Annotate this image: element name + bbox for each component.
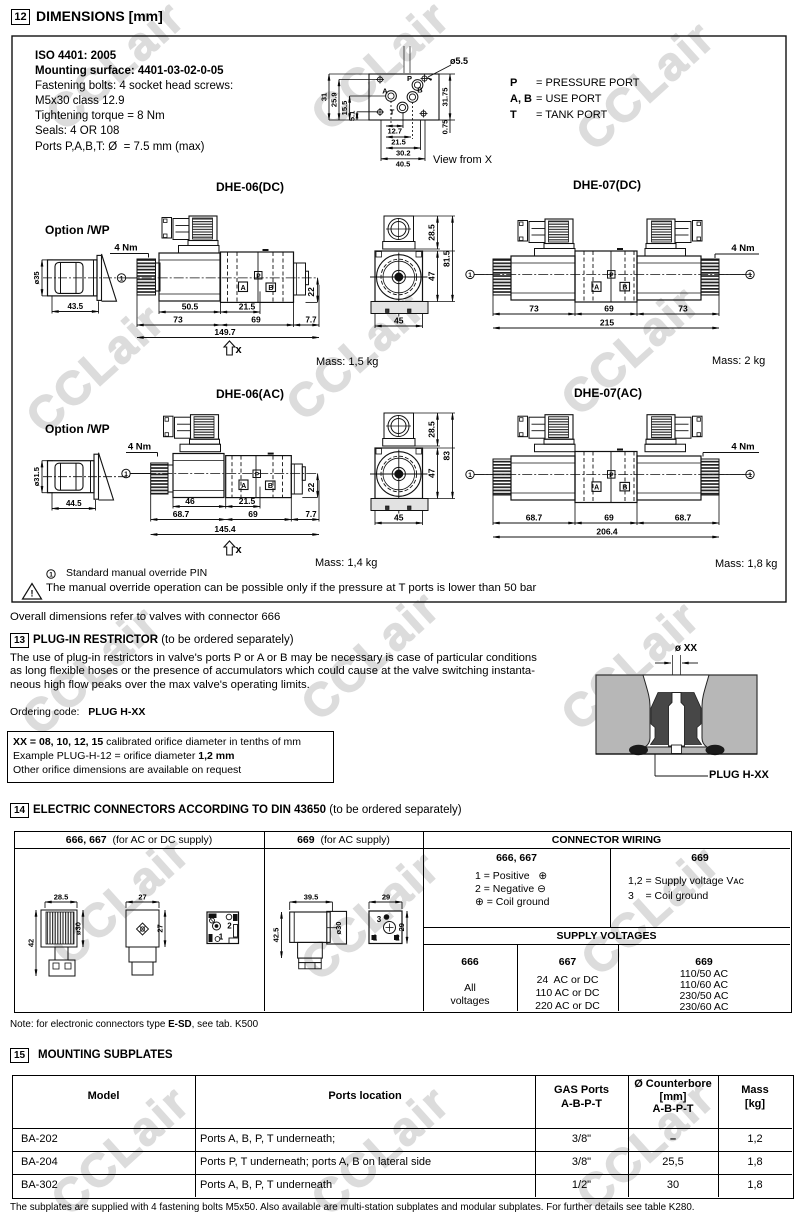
svg-text:25.9: 25.9 xyxy=(330,92,339,107)
svg-text:ø30: ø30 xyxy=(334,922,343,935)
svg-text:4 Nm: 4 Nm xyxy=(731,442,754,453)
svg-text:39.5: 39.5 xyxy=(304,893,319,902)
svg-text:A: A xyxy=(241,483,246,490)
svg-text:1: 1 xyxy=(748,272,752,279)
svg-text:215: 215 xyxy=(600,318,614,328)
svg-text:2: 2 xyxy=(227,922,232,931)
svg-text:A: A xyxy=(594,485,599,492)
svg-text:31.75: 31.75 xyxy=(441,88,450,107)
svg-text:22: 22 xyxy=(306,287,316,297)
svg-text:68.7: 68.7 xyxy=(675,513,692,523)
svg-text:ø5.5: ø5.5 xyxy=(450,56,468,66)
svg-text:73: 73 xyxy=(678,304,688,314)
svg-text:ø31.5: ø31.5 xyxy=(32,467,41,486)
svg-text:47: 47 xyxy=(427,271,437,281)
svg-text:1: 1 xyxy=(468,472,472,479)
svg-text:21.5: 21.5 xyxy=(239,496,256,506)
svg-text:B: B xyxy=(622,485,627,492)
svg-text:!: ! xyxy=(31,589,34,599)
svg-text:21.5: 21.5 xyxy=(239,302,256,312)
svg-text:1: 1 xyxy=(124,471,128,478)
svg-text:145.4: 145.4 xyxy=(214,524,236,534)
svg-text:69: 69 xyxy=(248,509,258,519)
svg-text:206.4: 206.4 xyxy=(596,527,618,537)
svg-text:3: 3 xyxy=(377,915,382,924)
svg-text:0.75: 0.75 xyxy=(441,120,450,135)
svg-text:B: B xyxy=(622,285,627,292)
svg-text:69: 69 xyxy=(604,304,614,314)
svg-text:44.5: 44.5 xyxy=(66,499,82,508)
svg-text:ø35: ø35 xyxy=(32,271,41,284)
svg-text:22: 22 xyxy=(306,483,316,493)
svg-text:28.5: 28.5 xyxy=(427,421,437,438)
svg-text:P: P xyxy=(407,74,412,83)
svg-text:B: B xyxy=(417,86,423,95)
svg-text:5.1: 5.1 xyxy=(348,111,357,121)
svg-text:P: P xyxy=(609,272,614,279)
svg-text:1: 1 xyxy=(748,472,752,479)
svg-text:43.5: 43.5 xyxy=(67,302,83,311)
svg-text:P: P xyxy=(256,273,261,280)
svg-text:73: 73 xyxy=(173,315,183,325)
svg-text:A: A xyxy=(382,87,388,96)
svg-text:4 Nm: 4 Nm xyxy=(114,243,137,254)
svg-text:B: B xyxy=(268,483,273,490)
svg-text:1: 1 xyxy=(49,572,53,579)
svg-text:50.5: 50.5 xyxy=(182,302,199,312)
svg-text:4 Nm: 4 Nm xyxy=(128,442,151,453)
svg-text:ø30: ø30 xyxy=(74,922,83,935)
svg-text:21.5: 21.5 xyxy=(391,138,406,147)
svg-text:27: 27 xyxy=(138,893,146,902)
svg-text:4 Nm: 4 Nm xyxy=(731,243,754,254)
svg-text:27: 27 xyxy=(156,924,165,932)
svg-text:P: P xyxy=(609,472,614,479)
svg-text:81.5: 81.5 xyxy=(442,250,452,267)
svg-text:46: 46 xyxy=(185,496,195,506)
svg-text:15.5: 15.5 xyxy=(340,101,349,116)
svg-text:B: B xyxy=(268,285,273,292)
svg-text:29: 29 xyxy=(382,893,390,902)
svg-text:x: x xyxy=(235,544,242,556)
svg-text:T: T xyxy=(390,108,395,117)
svg-text:1: 1 xyxy=(219,933,224,942)
svg-text:73: 73 xyxy=(529,304,539,314)
svg-text:45: 45 xyxy=(394,316,404,326)
svg-text:28.5: 28.5 xyxy=(427,224,437,241)
svg-text:29: 29 xyxy=(397,923,406,931)
svg-text:P: P xyxy=(255,471,260,478)
svg-text:A: A xyxy=(241,285,246,292)
svg-text:42: 42 xyxy=(27,939,36,947)
svg-text:83: 83 xyxy=(442,451,452,461)
svg-text:68.7: 68.7 xyxy=(173,509,190,519)
svg-text:28.5: 28.5 xyxy=(54,893,69,902)
svg-text:47: 47 xyxy=(427,468,437,478)
svg-text:31: 31 xyxy=(320,93,329,101)
svg-text:12.7: 12.7 xyxy=(387,127,402,136)
svg-text:69: 69 xyxy=(251,315,261,325)
svg-text:7.7: 7.7 xyxy=(305,510,317,519)
svg-text:69: 69 xyxy=(604,513,614,523)
svg-text:1: 1 xyxy=(120,276,124,283)
svg-text:7.7: 7.7 xyxy=(305,316,317,325)
svg-text:68.7: 68.7 xyxy=(526,513,543,523)
svg-text:ø XX: ø XX xyxy=(675,643,698,654)
svg-text:45: 45 xyxy=(394,513,404,523)
svg-text:40.5: 40.5 xyxy=(396,159,411,168)
svg-text:149.7: 149.7 xyxy=(214,327,236,337)
svg-text:1: 1 xyxy=(468,272,472,279)
svg-text:A: A xyxy=(594,285,599,292)
svg-text:30.2: 30.2 xyxy=(396,149,411,158)
svg-text:42.5: 42.5 xyxy=(272,928,281,943)
svg-text:x: x xyxy=(235,344,242,356)
